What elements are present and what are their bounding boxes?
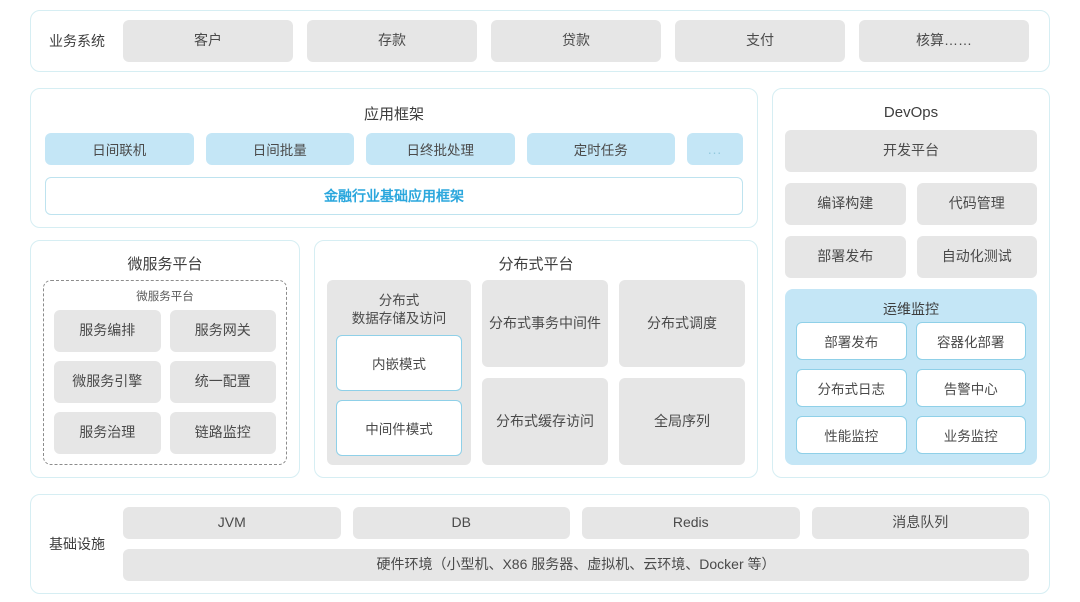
ops-monitoring-title: 运维监控 <box>883 301 939 317</box>
infrastructure-card-db[interactable]: DB <box>352 507 570 539</box>
distributed-card-cache-access-line2: 缓存访问 <box>538 412 594 429</box>
ops-card-distributed-log[interactable]: 分布式日志 <box>796 369 907 407</box>
ops-card-containerized-deploy[interactable]: 容器化部署 <box>915 322 1026 360</box>
distributed-card-scheduling[interactable]: 分布式调度 <box>619 280 745 367</box>
devops-card-code-management[interactable]: 代码管理 <box>916 183 1037 225</box>
distributed-column-c: 分布式调度 全局序列 <box>619 280 745 465</box>
distributed-card-transaction-middleware[interactable]: 分布式 事务中间件 <box>482 280 608 367</box>
devops-card-compile-build[interactable]: 编译构建 <box>785 183 906 225</box>
infrastructure-card-jvm[interactable]: JVM <box>123 507 341 539</box>
distributed-mode-embedded[interactable]: 内嵌模式 <box>336 335 462 392</box>
business-systems-cards: 客户 存款 贷款 支付 核算…… <box>123 20 1035 62</box>
microservice-platform-dashed-group: 微服务平台 服务编排 服务网关 微服务引擎 统一配置 服务治理 链路监控 <box>43 280 287 465</box>
infrastructure-cards: JVM DB Redis 消息队列 <box>123 507 1029 539</box>
microservice-card-gateway[interactable]: 服务网关 <box>169 310 276 352</box>
microservice-card-orchestration[interactable]: 服务编排 <box>54 310 161 352</box>
devops-card-automated-test[interactable]: 自动化测试 <box>916 236 1037 278</box>
business-system-card-loan[interactable]: 贷款 <box>491 20 661 62</box>
devops-column: DevOps 开发平台 编译构建 代码管理 部署发布 自动化测试 运维监控 部署… <box>772 88 1050 478</box>
microservice-card-trace-monitor[interactable]: 链路监控 <box>169 412 276 454</box>
distributed-card-cache-access[interactable]: 分布式 缓存访问 <box>482 378 608 465</box>
app-framework-tag-eod-batch[interactable]: 日终批处理 <box>366 133 515 165</box>
devops-card-deploy-release[interactable]: 部署发布 <box>785 236 906 278</box>
ops-card-performance-monitor[interactable]: 性能监控 <box>796 416 907 454</box>
microservice-platform-grid: 服务编排 服务网关 微服务引擎 统一配置 服务治理 链路监控 <box>54 310 276 454</box>
distributed-data-storage-title-line2: 数据存储及访问 <box>351 310 447 326</box>
app-framework-title: 应用框架 <box>363 105 424 123</box>
app-framework-panel: 应用框架 日间联机 日间批量 日终批处理 定时任务 ... 金融行业基础应用框架 <box>30 88 758 228</box>
infrastructure-card-hardware-environment[interactable]: 硬件环境（小型机、X86 服务器、虚拟机、云环境、Docker 等） <box>123 549 1029 581</box>
distributed-data-storage-card[interactable]: 分布式 数据存储及访问 内嵌模式 中间件模式 <box>327 280 471 465</box>
app-framework-tag-daytime-batch[interactable]: 日间批量 <box>205 133 354 165</box>
devops-grid: 编译构建 代码管理 部署发布 自动化测试 <box>785 183 1037 278</box>
ops-monitoring-grid: 部署发布 容器化部署 分布式日志 告警中心 性能监控 业务监控 <box>796 322 1026 454</box>
platform-middle-block: 应用框架 日间联机 日间批量 日终批处理 定时任务 ... 金融行业基础应用框架… <box>30 88 1050 478</box>
app-framework-tags: 日间联机 日间批量 日终批处理 定时任务 ... <box>45 133 743 165</box>
distributed-column-b: 分布式 事务中间件 分布式 缓存访问 <box>482 280 608 465</box>
microservice-platform-panel: 微服务平台 微服务平台 服务编排 服务网关 微服务引擎 统一配置 服务治理 链路… <box>30 240 300 478</box>
business-system-card-accounting[interactable]: 核算…… <box>859 20 1029 62</box>
business-system-card-payment[interactable]: 支付 <box>675 20 845 62</box>
distributed-card-transaction-middleware-line2: 事务中间件 <box>531 314 601 331</box>
infrastructure-card-redis[interactable]: Redis <box>582 507 800 539</box>
ops-card-deploy-release[interactable]: 部署发布 <box>796 322 907 360</box>
business-systems-label: 业务系统 <box>49 33 105 49</box>
microservice-card-unified-config[interactable]: 统一配置 <box>169 361 276 403</box>
devops-panel: DevOps 开发平台 编译构建 代码管理 部署发布 自动化测试 运维监控 部署… <box>772 88 1050 478</box>
microservice-platform-subtitle: 微服务平台 <box>136 291 194 303</box>
app-framework-tag-scheduled-task[interactable]: 定时任务 <box>526 133 675 165</box>
ops-card-alert-center[interactable]: 告警中心 <box>915 369 1026 407</box>
infrastructure-content: JVM DB Redis 消息队列 硬件环境（小型机、X86 服务器、虚拟机、云… <box>123 507 1035 581</box>
distributed-card-cache-access-line1: 分布式 <box>496 412 538 429</box>
infrastructure-label: 基础设施 <box>49 536 105 552</box>
business-system-card-deposit[interactable]: 存款 <box>307 20 477 62</box>
business-system-card-customer[interactable]: 客户 <box>123 20 293 62</box>
distributed-mode-middleware[interactable]: 中间件模式 <box>336 400 462 456</box>
microservice-card-engine[interactable]: 微服务引擎 <box>54 361 161 403</box>
distributed-card-transaction-middleware-line1: 分布式 <box>489 314 531 331</box>
finance-base-framework-box[interactable]: 金融行业基础应用框架 <box>45 177 743 215</box>
distributed-data-storage-title: 分布式 数据存储及访问 <box>336 288 462 335</box>
app-framework-tag-daytime-online[interactable]: 日间联机 <box>45 133 194 165</box>
distributed-platform-body: 分布式 数据存储及访问 内嵌模式 中间件模式 分布式 事务中间件 <box>327 280 745 465</box>
distributed-platform-title: 分布式平台 <box>498 255 574 273</box>
distributed-card-global-sequence[interactable]: 全局序列 <box>619 378 745 465</box>
devops-title: DevOps <box>883 103 939 121</box>
infrastructure-panel: 基础设施 JVM DB Redis 消息队列 硬件环境（小型机、X86 服务器、… <box>30 494 1050 594</box>
microservice-card-governance[interactable]: 服务治理 <box>54 412 161 454</box>
business-systems-panel: 业务系统 客户 存款 贷款 支付 核算…… <box>30 10 1050 72</box>
ops-card-business-monitor[interactable]: 业务监控 <box>915 416 1026 454</box>
microservice-platform-title: 微服务平台 <box>127 255 203 273</box>
devops-card-dev-platform[interactable]: 开发平台 <box>785 130 1037 172</box>
app-framework-tag-more[interactable]: ... <box>687 133 743 165</box>
platform-left-column: 应用框架 日间联机 日间批量 日终批处理 定时任务 ... 金融行业基础应用框架… <box>30 88 758 478</box>
ops-monitoring-panel: 运维监控 部署发布 容器化部署 分布式日志 告警中心 性能监控 业务监控 <box>785 289 1037 465</box>
platform-lower-row: 微服务平台 微服务平台 服务编排 服务网关 微服务引擎 统一配置 服务治理 链路… <box>30 240 758 478</box>
distributed-data-storage-title-line1: 分布式 <box>378 293 420 308</box>
distributed-platform-panel: 分布式平台 分布式 数据存储及访问 内嵌模式 中间件模式 <box>314 240 758 478</box>
infrastructure-card-message-queue[interactable]: 消息队列 <box>811 507 1029 539</box>
